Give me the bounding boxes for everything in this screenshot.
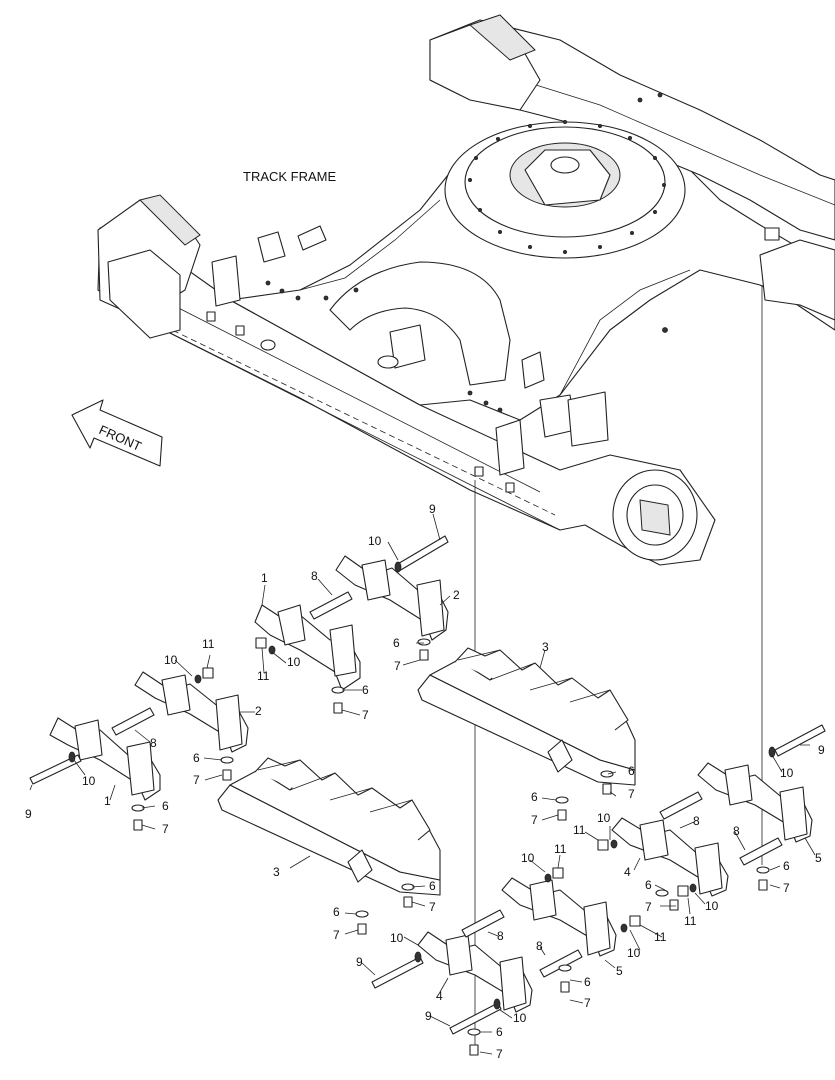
- plate-11-right-b: [677, 885, 689, 897]
- pin-8-left: [111, 707, 155, 736]
- callout-7: 7: [628, 787, 635, 801]
- leader-lines: [29, 513, 816, 1055]
- callout-5: 5: [616, 964, 623, 978]
- callout-1: 1: [104, 794, 111, 808]
- callout-10: 10: [368, 534, 382, 548]
- guard-bracket-1-left: [49, 717, 161, 801]
- callout-6: 6: [333, 905, 340, 919]
- callout-11: 11: [573, 823, 586, 837]
- callout-7: 7: [783, 881, 790, 895]
- callout-6: 6: [162, 799, 169, 813]
- callout-8: 8: [150, 736, 157, 750]
- callout-10: 10: [780, 766, 794, 780]
- callout-10: 10: [390, 931, 404, 945]
- callout-1: 1: [261, 571, 268, 585]
- callout-9: 9: [429, 502, 436, 516]
- callout-7: 7: [362, 708, 369, 722]
- callout-2: 2: [453, 588, 460, 602]
- diagram-title: TRACK FRAME: [243, 169, 337, 184]
- callout-7: 7: [496, 1047, 503, 1061]
- plate-11-lower-a: [552, 867, 564, 879]
- callout-11: 11: [554, 842, 567, 856]
- pin-8-lower-a: [461, 909, 505, 938]
- bolt-9-left: [29, 754, 82, 785]
- callout-6: 6: [429, 879, 436, 893]
- bolt-pads: [265, 92, 668, 413]
- callout-6: 6: [645, 878, 652, 892]
- callout-8: 8: [693, 814, 700, 828]
- callout-11: 11: [684, 914, 697, 928]
- callout-6: 6: [193, 751, 200, 765]
- track-frame-drawing: [97, 14, 835, 566]
- callout-7: 7: [429, 900, 436, 914]
- bolt-9-lower-b: [449, 1002, 502, 1035]
- callout-7: 7: [162, 822, 169, 836]
- guard-bracket-5-lower: [501, 877, 617, 957]
- guard-bracket-4-right: [611, 817, 729, 897]
- pin-8-right-a: [659, 791, 703, 820]
- bolt-9-lower-a: [371, 956, 424, 989]
- plate-11-right-a: [597, 839, 609, 851]
- guard-bracket-5-right: [697, 762, 813, 843]
- callout-6: 6: [362, 683, 369, 697]
- callout-9: 9: [356, 955, 363, 969]
- callout-11: 11: [202, 637, 215, 651]
- callout-8: 8: [733, 824, 740, 838]
- callout-6: 6: [496, 1025, 503, 1039]
- callout-9: 9: [425, 1009, 432, 1023]
- callout-7: 7: [193, 773, 200, 787]
- plate-11-left: [202, 667, 214, 679]
- guard-bracket-2-upper: [335, 555, 449, 641]
- callout-6: 6: [628, 764, 635, 778]
- pin-8-upper: [309, 591, 353, 620]
- plate-11-lower-b: [629, 915, 641, 927]
- pin-8-right-b: [739, 837, 783, 866]
- pin-8-lower-b: [539, 949, 583, 978]
- callout-3: 3: [542, 640, 549, 654]
- callout-7: 7: [584, 996, 591, 1010]
- callout-6: 6: [783, 859, 790, 873]
- callout-10: 10: [164, 653, 178, 667]
- callout-7: 7: [531, 813, 538, 827]
- callout-10: 10: [513, 1011, 527, 1025]
- callout-8: 8: [311, 569, 318, 583]
- callout-8: 8: [536, 939, 543, 953]
- callout-10: 10: [287, 655, 301, 669]
- callout-4: 4: [624, 865, 631, 879]
- callout-7: 7: [394, 659, 401, 673]
- callout-7: 7: [333, 928, 340, 942]
- callout-10: 10: [705, 899, 719, 913]
- callout-2: 2: [255, 704, 262, 718]
- track-guard-3-right: [417, 647, 636, 786]
- callout-10: 10: [627, 946, 641, 960]
- callout-9: 9: [818, 743, 825, 757]
- guard-bracket-1-upper: [254, 604, 361, 691]
- callout-labels: 1 8 10 9 2 6 7 10 11 6 7 3 6 7 6 7 11 10…: [25, 502, 825, 1061]
- guard-bracket-2-left: [134, 671, 249, 753]
- callout-6: 6: [584, 975, 591, 989]
- callout-3: 3: [273, 865, 280, 879]
- callout-7: 7: [645, 900, 652, 914]
- callout-10: 10: [82, 774, 96, 788]
- callout-11: 11: [654, 930, 667, 944]
- callout-10: 10: [521, 851, 535, 865]
- plate-11-upper: [255, 637, 267, 649]
- track-guard-3-left: [217, 757, 441, 896]
- callout-6: 6: [393, 636, 400, 650]
- callout-9: 9: [25, 807, 32, 821]
- callout-10: 10: [597, 811, 611, 825]
- bolt-9-right: [774, 724, 826, 757]
- bolt-9-upper: [395, 535, 449, 572]
- ring-bolt-holes: [467, 120, 667, 254]
- callout-6: 6: [531, 790, 538, 804]
- front-direction-arrow: FRONT: [71, 399, 163, 467]
- callout-5: 5: [815, 851, 822, 865]
- guard-bracket-4-lower: [417, 931, 533, 1013]
- callout-4: 4: [436, 989, 443, 1003]
- callout-11: 11: [257, 669, 270, 683]
- callout-8: 8: [497, 929, 504, 943]
